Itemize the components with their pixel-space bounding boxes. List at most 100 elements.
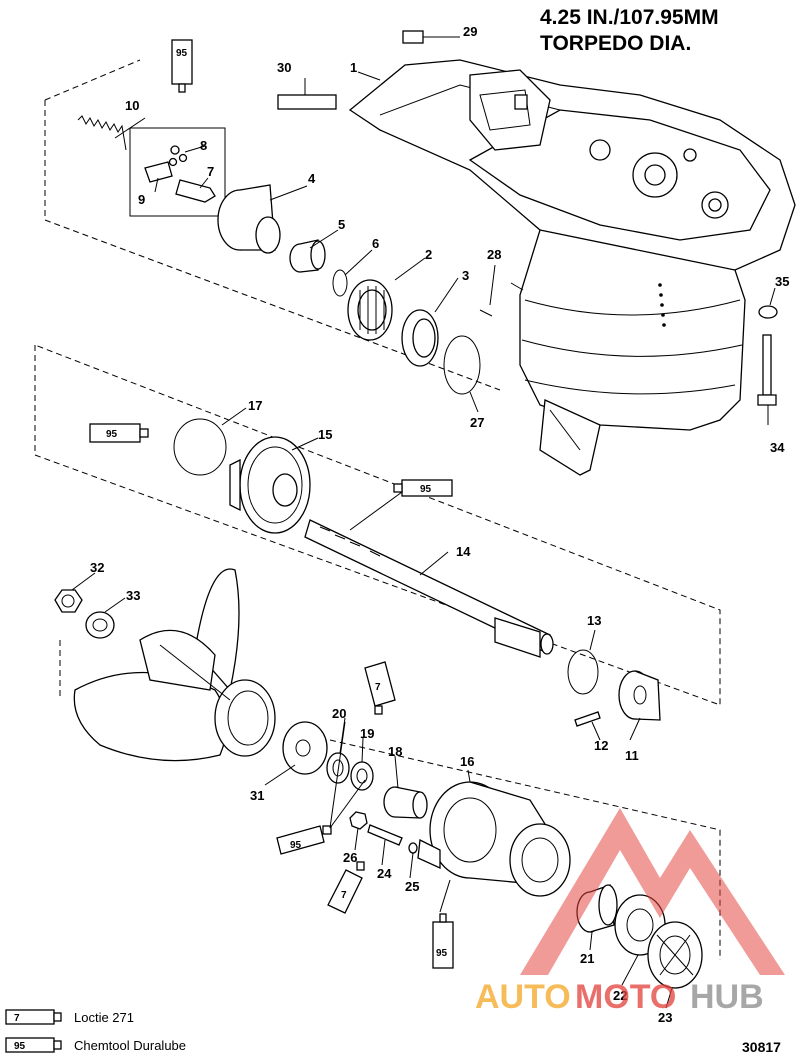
callout-30: 30 [277, 60, 291, 75]
callout-24: 24 [377, 866, 392, 881]
svg-text:7: 7 [341, 890, 347, 901]
svg-text:95: 95 [290, 840, 302, 851]
part-35-washer [758, 305, 778, 319]
part-16-bearing-carrier [417, 781, 571, 897]
part-19-inner [356, 768, 368, 784]
callout-labels: 1 2 3 4 5 6 7 8 9 10 11 12 13 14 15 16 1… [90, 24, 789, 1025]
part-13-o-ring [567, 649, 599, 695]
part-31-thrust-hub [282, 721, 328, 775]
part-20-inner [332, 759, 344, 777]
part-19-oil-seal [350, 761, 374, 791]
callout-13: 13 [587, 613, 601, 628]
part-14-propeller-shaft [304, 519, 554, 658]
callout-16: 16 [460, 754, 474, 769]
leader-lines [71, 36, 776, 1009]
watermark-logo: AUTO MOTO HUB [475, 808, 785, 1016]
callout-12: 12 [594, 738, 608, 753]
callout-22: 22 [613, 988, 627, 1003]
shift-parts-box [129, 127, 226, 217]
legend: 7 Loctie 271 95 Chemtool Duralube [5, 1009, 186, 1053]
title-line-1: 4.25 IN./107.95MM [540, 6, 719, 29]
callout-18: 18 [388, 744, 402, 759]
legend-code-1: 7 [14, 1013, 20, 1024]
legend-code-2: 95 [14, 1041, 26, 1052]
legend-label-2: Chemtool Duralube [74, 1038, 186, 1053]
part-4-bearing-carrier [217, 184, 281, 254]
gear-housing [348, 59, 796, 476]
part-10-spring [77, 115, 127, 151]
part-28-pins [479, 282, 524, 317]
legend-item-duralube: 95 Chemtool Duralube [5, 1037, 186, 1053]
tube-icon-1: 95 [171, 39, 193, 93]
callout-8: 8 [200, 138, 207, 153]
callout-31: 31 [250, 788, 264, 803]
callout-23: 23 [658, 1010, 672, 1025]
legend-item-loctite: 7 Loctie 271 [5, 1009, 134, 1025]
dashed-group-upper [44, 59, 501, 391]
callout-4: 4 [308, 171, 316, 186]
part-18-needle-bearing [383, 786, 428, 819]
svg-text:95: 95 [176, 48, 188, 59]
part-32-prop-nut [54, 589, 83, 613]
part-2-tapered-bearing [347, 279, 393, 341]
callout-29: 29 [463, 24, 477, 39]
tube-icon-2: 95 [89, 423, 149, 443]
callout-33: 33 [126, 588, 140, 603]
dashed-group-bearing-carrier [59, 640, 721, 960]
callout-7: 7 [207, 164, 214, 179]
callout-5: 5 [338, 217, 345, 232]
callout-15: 15 [318, 427, 332, 442]
dashed-group-prop-shaft [34, 344, 721, 706]
callout-1: 1 [350, 60, 357, 75]
part-26-nut [349, 811, 368, 830]
callout-25: 25 [405, 879, 419, 894]
callout-35: 35 [775, 274, 789, 289]
callout-19: 19 [360, 726, 374, 741]
part-23-thrust-bearing [647, 921, 703, 989]
part-34-bolt [757, 334, 777, 406]
title-line-2: TORPEDO DIA. [540, 32, 691, 55]
svg-text:95: 95 [436, 948, 448, 959]
callout-6: 6 [372, 236, 379, 251]
part-15-forward-gear [229, 436, 311, 534]
part-33-tab-washer [85, 611, 115, 639]
callout-3: 3 [462, 268, 469, 283]
svg-text:95: 95 [106, 429, 118, 440]
callout-2: 2 [425, 247, 432, 262]
part-3-bearing-race [401, 309, 439, 367]
callout-26: 26 [343, 850, 357, 865]
propeller [73, 568, 276, 762]
callout-20: 20 [332, 706, 346, 721]
callout-34: 34 [770, 440, 785, 455]
callout-9: 9 [138, 192, 145, 207]
part-6-retaining-ring [332, 269, 348, 297]
part-17-o-ring [173, 418, 227, 476]
figure-number: 30817 [742, 1039, 781, 1055]
part-24-stud [367, 824, 403, 846]
callout-17: 17 [248, 398, 262, 413]
callout-32: 32 [90, 560, 104, 575]
callout-10: 10 [125, 98, 139, 113]
callout-21: 21 [580, 951, 594, 966]
callout-27: 27 [470, 415, 484, 430]
tube-icon-3: 95 [393, 479, 453, 497]
part-30-decal [277, 94, 337, 110]
part-12-cross-pin [574, 711, 601, 727]
part-27-o-ring [443, 335, 481, 395]
watermark-text-hub: HUB [690, 978, 764, 1016]
callout-14: 14 [456, 544, 471, 559]
watermark-text-auto: AUTO [475, 978, 571, 1016]
callout-11: 11 [625, 748, 639, 763]
legend-label-1: Loctie 271 [74, 1010, 134, 1025]
tube-icon-4: 7 [364, 661, 396, 715]
svg-text:95: 95 [420, 484, 432, 495]
callout-28: 28 [487, 247, 501, 262]
tube-icon-5: 95 [276, 825, 332, 855]
part-25-washer [408, 842, 418, 854]
part-11-sliding-clutch [618, 670, 661, 721]
watermark-text-moto: MOTO [575, 978, 676, 1016]
tube-icon-7: 95 [432, 913, 454, 969]
svg-text:7: 7 [375, 682, 381, 693]
part-5-roller-bearing [289, 239, 326, 273]
